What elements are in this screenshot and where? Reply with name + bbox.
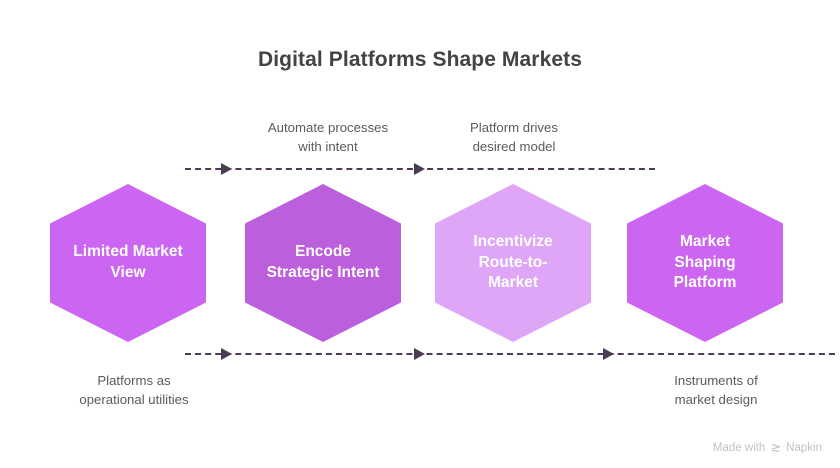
hex-node-2-label: Encode Strategic Intent (266, 243, 380, 281)
page-title: Digital Platforms Shape Markets (257, 48, 583, 71)
napkin-logo-icon: ≳ (770, 439, 782, 455)
napkin-watermark: Made with ≳ Napkin (713, 441, 822, 454)
hex-node-1[interactable]: Limited Market View (50, 184, 206, 342)
caption-top-2: Platform drives desired model (470, 120, 558, 154)
watermark-prefix: Made with (712, 441, 766, 454)
arrow-head-top-1 (221, 163, 232, 175)
hex-node-3[interactable]: Incentivize Route-to- Market (435, 184, 591, 342)
caption-bottom-2: Instruments of market design (674, 373, 758, 407)
connector-row-top (185, 163, 655, 175)
caption-top-1: Automate processes with intent (267, 120, 389, 154)
arrow-head-bottom-3 (603, 348, 614, 360)
hex-node-1-label: Limited Market View (73, 243, 183, 281)
hex-node-4-label: Market Shaping Platform (673, 232, 737, 292)
hex-node-3-label: Incentivize Route-to- Market (473, 232, 553, 292)
caption-bottom-1: Platforms as operational utilities (79, 373, 189, 407)
hex-node-4[interactable]: Market Shaping Platform (627, 184, 783, 342)
connector-row-bottom (185, 348, 835, 360)
arrow-head-bottom-1 (221, 348, 232, 360)
watermark-brand: Napkin (786, 441, 822, 454)
arrow-head-bottom-2 (414, 348, 425, 360)
dashed-line-bottom (185, 353, 835, 355)
hex-node-2[interactable]: Encode Strategic Intent (245, 184, 401, 342)
arrow-head-top-2 (414, 163, 425, 175)
